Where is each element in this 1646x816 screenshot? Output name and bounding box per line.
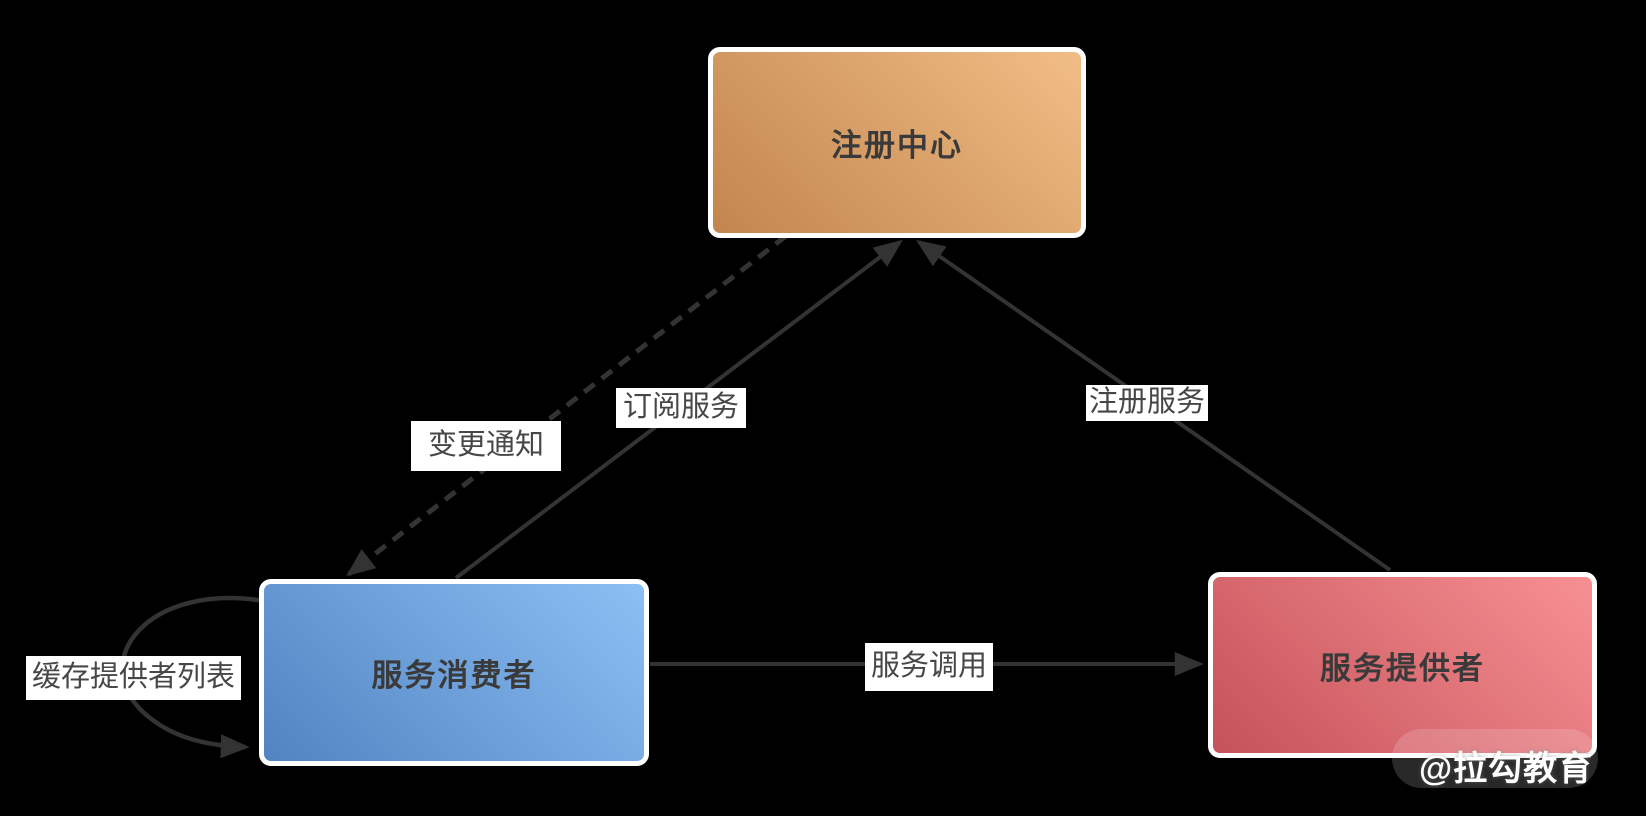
edge-label-cache: 缓存提供者列表 [26,656,242,700]
registry-node-label: 注册中心 [831,128,963,163]
provider-node: 服务提供者 [1208,572,1597,758]
edge-label-invoke: 服务调用 [865,643,994,691]
edge-notify-line [346,234,788,577]
edge-label-notify: 变更通知 [411,421,562,471]
consumer-node: 服务消费者 [259,579,649,766]
watermark-background [1392,729,1598,788]
registry-node: 注册中心 [708,47,1086,238]
edge-label-subscribe: 订阅服务 [616,388,747,428]
provider-node-label: 服务提供者 [1320,650,1485,686]
consumer-node-label: 服务消费者 [371,658,537,693]
edge-label-register: 注册服务 [1086,385,1209,421]
watermark-text: @拉勾教育 [1419,750,1594,788]
